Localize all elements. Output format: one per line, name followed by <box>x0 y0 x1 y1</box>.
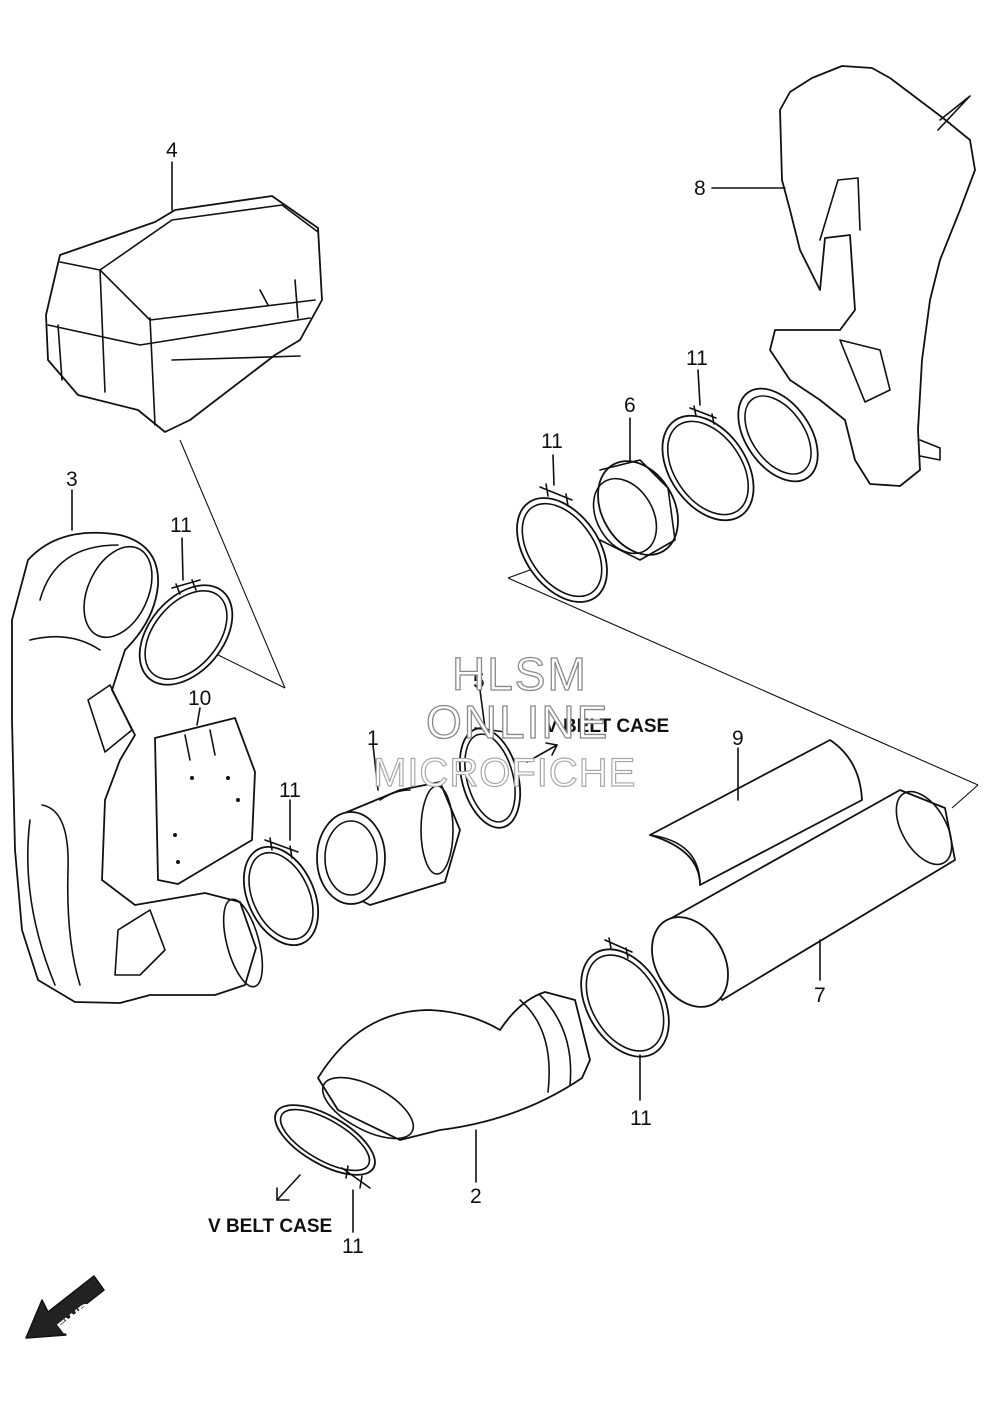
callout-part-8: 8 <box>694 177 706 200</box>
v-belt-case-arrow-top <box>526 742 558 763</box>
heat-shield <box>649 739 863 886</box>
callout-part-11-left-upper: 11 <box>170 514 192 537</box>
assembly-guide-lines <box>179 439 979 809</box>
callout-part-10: 10 <box>188 687 211 710</box>
v-belt-case-label-top: V BELT CASE <box>545 716 669 737</box>
fwd-arrow-icon: FWD <box>25 1275 105 1339</box>
leader-lines <box>71 161 821 1233</box>
hose-clamp-right-upper-a <box>516 483 608 603</box>
intake-duct <box>11 531 264 1004</box>
hose-clamp-bottom <box>274 1104 376 1189</box>
outlet-tube <box>651 789 956 1008</box>
hose-clamp-left-lower <box>242 837 320 947</box>
callout-part-1: 1 <box>367 727 379 750</box>
watermark-line-3: MICROFICHE <box>373 751 636 795</box>
callout-part-11-right-lower: 11 <box>630 1107 652 1130</box>
watermark: HLSM ONLINE MICROFICHE <box>372 647 636 795</box>
v-belt-case-arrow-bottom <box>276 1174 301 1201</box>
callout-part-7: 7 <box>814 984 826 1007</box>
hose-clamp-left-upper <box>138 579 234 686</box>
watermark-line-2: ONLINE <box>426 696 609 748</box>
callout-part-9: 9 <box>732 727 744 750</box>
callout-part-11-bottom: 11 <box>342 1235 364 1258</box>
callout-part-11-upper-b: 11 <box>686 347 708 370</box>
bent-hose <box>317 991 591 1141</box>
air-box-cover <box>45 195 323 433</box>
callout-part-11-upper-a: 11 <box>541 430 563 453</box>
upper-intake-duct <box>737 65 976 487</box>
callout-part-4: 4 <box>166 139 178 162</box>
callout-part-3: 3 <box>66 468 78 491</box>
callout-part-11-left-lower: 11 <box>279 779 301 802</box>
coupler <box>316 781 461 906</box>
callout-part-6: 6 <box>624 394 636 417</box>
watermark-line-1: HLSM <box>452 648 588 700</box>
hose-clamp-center <box>459 727 521 829</box>
hose-clamp-right-lower <box>580 937 670 1058</box>
callout-labels: 4 8 3 11 11 6 11 10 5 1 9 11 7 11 2 11 <box>66 139 826 1258</box>
v-belt-case-label-bottom: V BELT CASE <box>208 1216 332 1237</box>
hose-joint-rubber <box>592 459 679 561</box>
callout-part-5: 5 <box>473 670 485 693</box>
filter-sheet <box>154 717 256 885</box>
callout-part-2: 2 <box>470 1185 482 1208</box>
hose-clamp-right-upper-b <box>661 405 755 522</box>
